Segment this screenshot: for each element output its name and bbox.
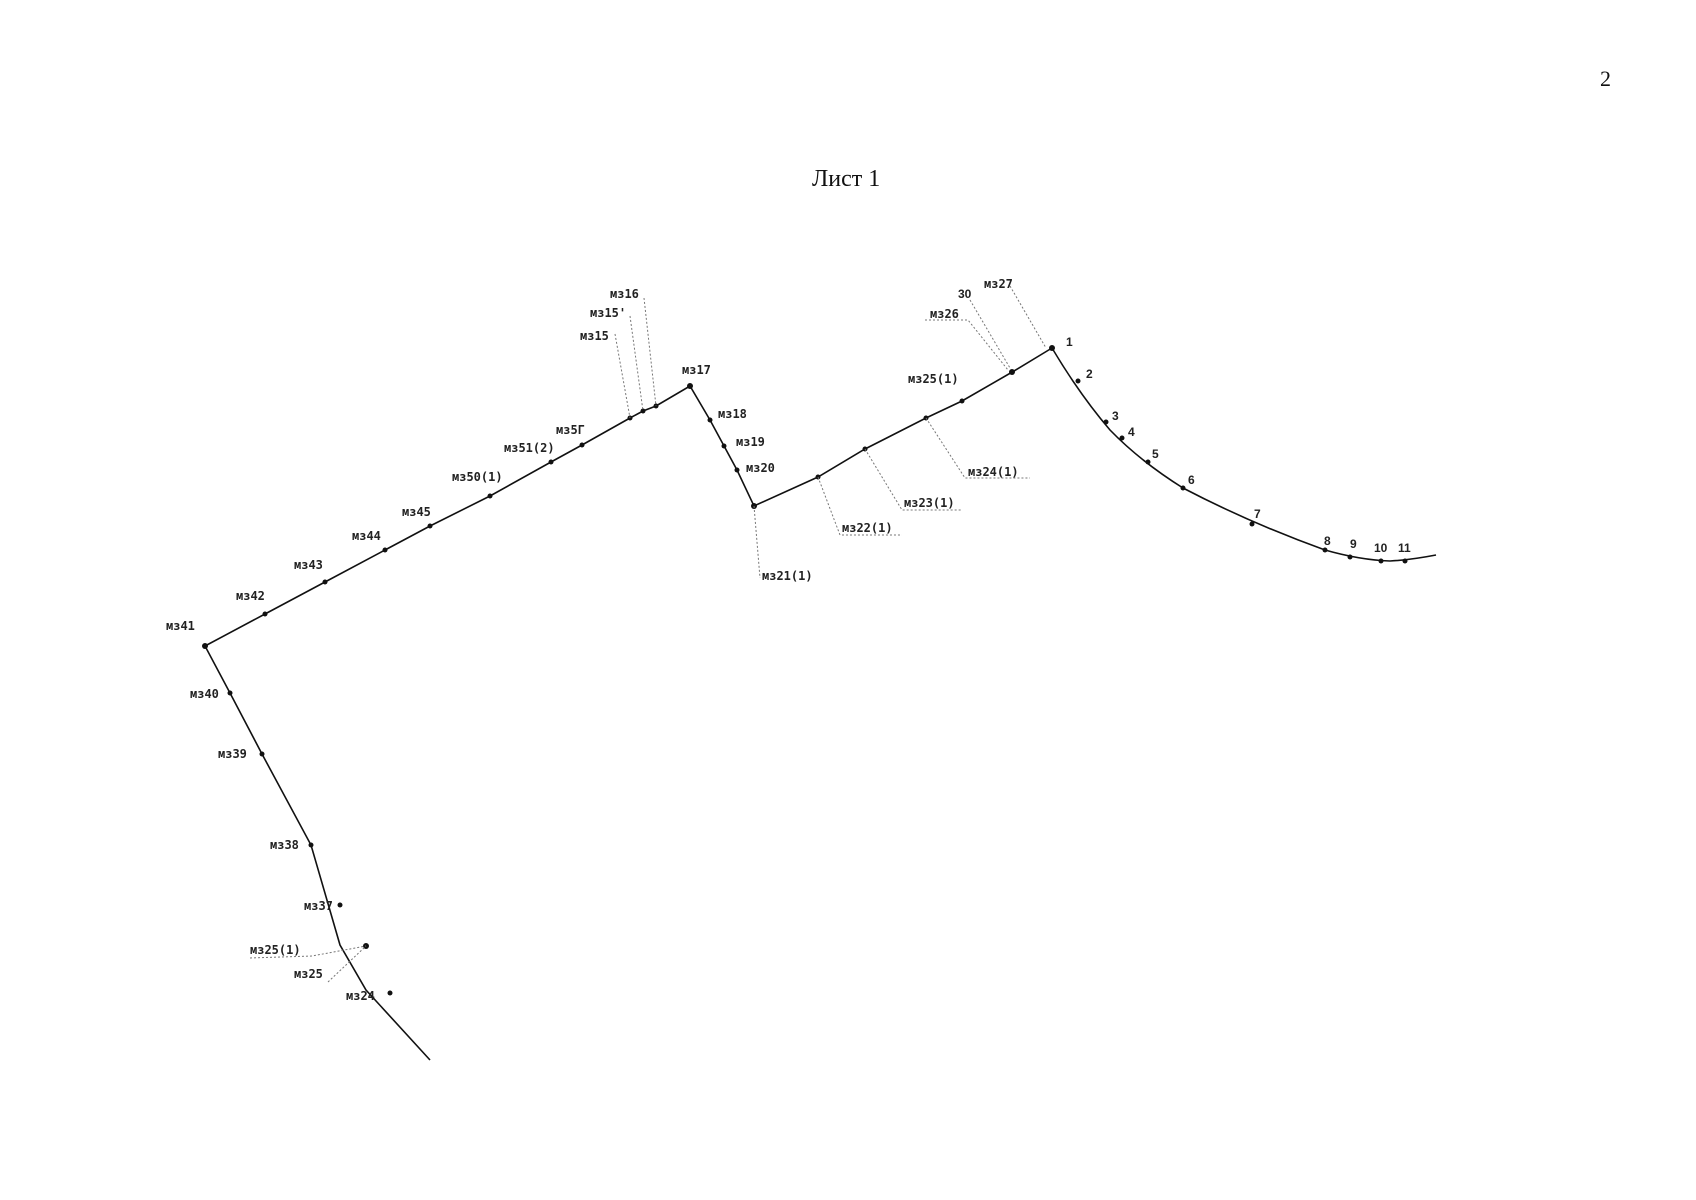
label-mz38: мз38 [270,838,299,852]
label-2: 2 [1086,367,1093,381]
label-mz42: мз42 [236,589,265,603]
vertex-mz37 [337,902,343,908]
arc-line [1051,347,1437,562]
label-mz27: мз27 [984,277,1013,291]
label-mz44: мз44 [352,529,381,543]
vertex-4 [1119,435,1125,441]
label-1: 1 [1066,335,1073,349]
vertex-mz15p [640,408,646,414]
vertex-10 [1378,558,1384,564]
leader-mz16 [643,297,657,407]
label-4: 4 [1128,425,1135,439]
leader-mz25-1-low [249,945,367,959]
sheet-title: Лист 1 [812,166,881,192]
leader-30 [969,299,1011,369]
leader-mz25 [327,945,367,983]
label-mz37: мз37 [304,899,333,913]
vertex-mz45 [427,523,433,529]
label-mz17: мз17 [682,363,711,377]
label-mz43: мз43 [294,558,323,572]
label-10: 10 [1374,541,1388,555]
boundary-line [203,347,1053,1061]
label-mz25-1-low: мз25(1) [250,943,301,957]
page-number: 2 [1600,66,1611,91]
label-mz18: мз18 [718,407,747,421]
label-6: 6 [1188,473,1195,487]
point-labels: мз41 мз40 мз39 мз38 мз37 мз25(1) мз25 мз… [166,277,1411,1003]
vertex-7 [1249,521,1255,527]
vertex-mz5g [579,442,585,448]
vertex-mz42 [262,611,268,617]
label-mz24: мз24 [346,989,375,1003]
vertices [202,345,1408,996]
vertex-2 [1075,378,1081,384]
vertex-3 [1103,419,1109,425]
vertex-6 [1180,485,1186,491]
label-mz25: мз25 [294,967,323,981]
label-mz25-1-up: мз25(1) [908,372,959,386]
vertex-mz43 [322,579,328,585]
label-3: 3 [1112,409,1119,423]
leader-mz22-1 [817,476,902,536]
label-9: 9 [1350,537,1357,551]
vertex-mz25-1 [959,398,965,404]
label-mz41: мз41 [166,619,195,633]
vertex-mz44 [382,547,388,553]
label-mz23-1: мз23(1) [904,496,955,510]
vertex-mz51-2 [548,459,554,465]
label-30: 30 [958,287,972,301]
label-mz39: мз39 [218,747,247,761]
label-8: 8 [1324,534,1331,548]
label-mz19: мз19 [736,435,765,449]
label-mz5g: мз5Г [556,423,585,437]
label-mz26: мз26 [930,307,959,321]
vertex-mz24 [387,990,393,996]
vertex-8 [1322,547,1328,553]
label-mz16: мз16 [610,287,639,301]
vertex-11 [1402,558,1408,564]
label-7: 7 [1254,507,1261,521]
vertex-mz38 [308,842,314,848]
leader-mz15 [614,333,631,419]
vertex-mz41 [202,643,208,649]
label-mz24-1: мз24(1) [968,465,1019,479]
label-mz50-1: мз50(1) [452,470,503,484]
label-mz15p: мз15' [590,306,626,320]
vertex-5 [1145,459,1151,465]
vertex-1 [1049,345,1055,351]
label-mz51-2: мз51(2) [504,441,555,455]
leader-mz27 [1009,285,1047,349]
leader-lines [249,285,1047,983]
vertex-mz19 [721,443,727,449]
leader-mz26 [925,319,1009,371]
vertex-9 [1347,554,1353,560]
leader-mz21-1 [753,505,761,579]
label-11: 11 [1398,541,1411,555]
vertex-mz40 [227,690,233,696]
label-mz21-1: мз21(1) [762,569,813,583]
label-mz20: мз20 [746,461,775,475]
label-mz45: мз45 [402,505,431,519]
leader-mz15p [629,315,644,412]
vertex-mz20 [734,467,740,473]
vertex-mz26 [1009,369,1015,375]
vertex-mz39 [259,751,265,757]
vertex-mz50-1 [487,493,493,499]
label-mz15: мз15 [580,329,609,343]
vertex-mz18 [707,417,713,423]
label-mz40: мз40 [190,687,219,701]
label-5: 5 [1152,447,1159,461]
vertex-mz17 [687,383,693,389]
label-mz22-1: мз22(1) [842,521,893,535]
